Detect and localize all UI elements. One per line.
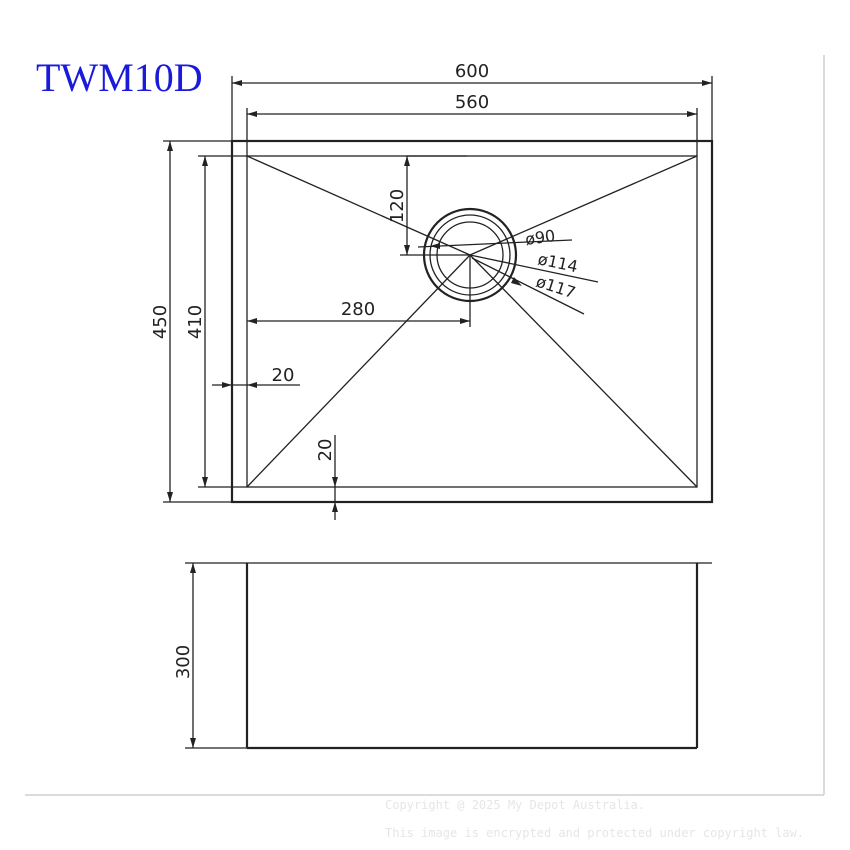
dia-114-leader <box>469 254 599 283</box>
dia-90-leader <box>417 239 573 248</box>
slope-line-bottom-right <box>469 254 698 488</box>
dim-20-front-label: 20 <box>315 439 336 462</box>
dia-117-leader <box>471 257 585 315</box>
sink-outer-rim <box>230 139 714 504</box>
dia-90-label: ø90 <box>524 226 557 249</box>
slope-line-bottom-left <box>246 254 471 488</box>
dim-120-label: 120 <box>387 189 408 223</box>
dim-20-side-label: 20 <box>272 365 295 386</box>
dim-560-label: 560 <box>455 92 489 113</box>
copyright-notice: This image is encrypted and protected un… <box>385 826 805 840</box>
model-title: TWM10D <box>36 55 203 100</box>
slope-line-top-left <box>246 155 471 256</box>
dim-280-label: 280 <box>341 299 375 320</box>
slope-line-top-right <box>469 155 698 256</box>
copyright-text: Copyright @ 2025 My Depot Australia. <box>385 798 646 812</box>
dim-600-label: 600 <box>455 61 489 82</box>
dim-300-label: 300 <box>173 645 194 679</box>
dim-410-label: 410 <box>185 305 206 339</box>
dim-450-label: 450 <box>150 305 171 339</box>
